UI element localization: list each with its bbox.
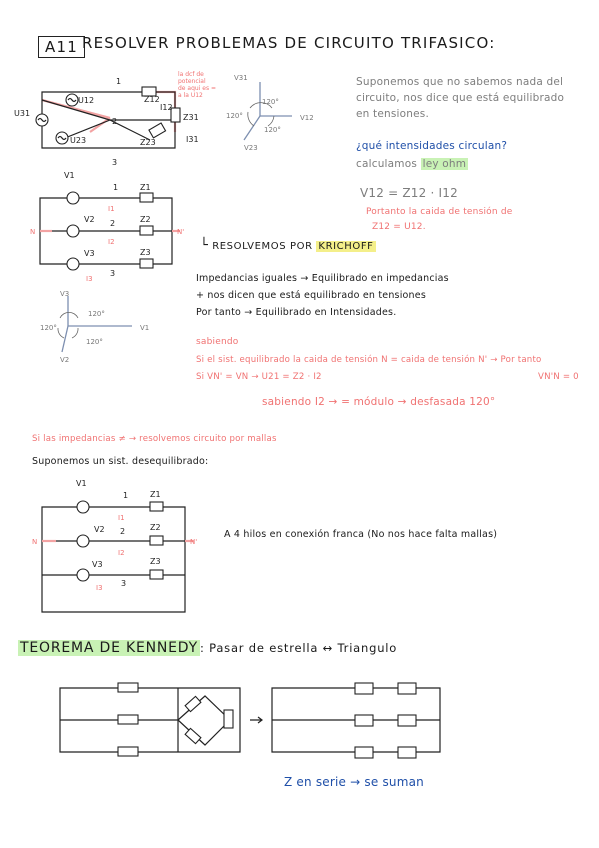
intro-line-2: circuito, nos dice que está equilibrado (356, 92, 565, 104)
z23-label: Z23 (140, 138, 156, 147)
phasor2-angle-3: 120° (86, 338, 103, 346)
c3-z1: Z1 (150, 490, 161, 499)
node-1-label: 1 (116, 77, 121, 86)
c3-node-1: 1 (123, 491, 128, 500)
c3-z2: Z2 (150, 523, 161, 532)
note-line-2: potencial (178, 78, 206, 85)
kennedy-title: TEOREMA DE KENNEDY (18, 640, 200, 656)
u31-label: U31 (14, 109, 30, 118)
z31-label: Z31 (183, 113, 199, 122)
c2-node-1: 1 (113, 183, 118, 192)
equil-line-3: Por tanto → Equilibrado en Intensidades. (196, 307, 397, 318)
page-title: RESOLVER PROBLEMAS DE CIRCUITO TRIFASICO… (82, 34, 496, 52)
phasor2-angle-1: 120° (88, 310, 105, 318)
phasor1-v23: V23 (244, 144, 258, 152)
note-line-4: a la U12 (178, 92, 203, 99)
sabiendo-line-2a: Si VN' = VN → U21 = Z2 · I2 (196, 372, 322, 382)
i31-label: I31 (186, 135, 199, 144)
phasor1-angle-1: 120° (262, 98, 279, 106)
ohm-prefix: calculamos (356, 158, 418, 170)
serie-note: Z en serie → se suman (284, 775, 424, 789)
desequilibrado-line: Suponemos un sist. desequilibrado: (32, 456, 209, 467)
kennedy-subtitle: : Pasar de estrella ↔ Triangulo (199, 641, 398, 655)
c3-i2: I2 (118, 549, 125, 557)
kennedy-star-circuit (59, 682, 241, 757)
c2-n-left: N (30, 228, 35, 236)
phasor2-v3: V3 (60, 290, 69, 298)
four-wire-note: A 4 hilos en conexión franca (No nos hac… (224, 529, 498, 540)
phasor1-v31: V31 (234, 74, 248, 82)
c3-v3: V3 (92, 560, 103, 569)
c3-v1: V1 (76, 479, 87, 488)
u12-label: U12 (78, 96, 94, 105)
kennedy-delta-circuit (271, 682, 441, 759)
phasor2-v1: V1 (140, 324, 149, 332)
note-line-3: de aqui es = (178, 85, 216, 92)
intro-line-3: en tensiones. (356, 108, 430, 120)
c2-node-2: 2 (110, 219, 115, 228)
equil-line-1: Impedancias iguales → Equilibrado en imp… (196, 273, 449, 284)
kennedy-arrow (250, 716, 263, 724)
c3-i1: I1 (118, 514, 125, 522)
phasor1-v12: V12 (300, 114, 314, 122)
sabiendo-line-3: sabiendo I2 → = módulo → desfasada 120° (262, 396, 496, 408)
node-2-label: 2 (112, 117, 117, 126)
node-3-label: 3 (112, 158, 117, 167)
c2-z3: Z3 (140, 248, 151, 257)
kennedy-heading: TEOREMA DE KENNEDY: Pasar de estrella ↔ … (18, 640, 397, 656)
phasor1-angle-3: 120° (264, 126, 281, 134)
c2-i1: I1 (108, 205, 115, 213)
z12-label: Z12 (144, 95, 160, 104)
c3-z3: Z3 (150, 557, 161, 566)
c3-n-right: N' (190, 538, 197, 546)
c3-node-2: 2 (120, 527, 125, 536)
c3-i3: I3 (96, 584, 103, 592)
c3-n-left: N (32, 538, 37, 546)
c2-node-3: 3 (110, 269, 115, 278)
sabiendo-line-1: Si el sist. equilibrado la caida de tens… (196, 355, 542, 365)
c2-v1: V1 (64, 171, 75, 180)
u23-label: U23 (70, 136, 86, 145)
c2-i3: I3 (86, 275, 93, 283)
bracket-icon: └ (200, 238, 209, 253)
c2-z2: Z2 (140, 215, 151, 224)
c2-i2: I2 (108, 238, 115, 246)
phasor2-v2: V2 (60, 356, 69, 364)
question: ¿qué intensidades circulan? (356, 140, 508, 152)
ohm-line: calculamos ley ohm (356, 158, 469, 170)
sabiendo-line-2b: VN'N = 0 (538, 372, 579, 382)
note-line-1: la dcf de (178, 71, 204, 78)
formula-note-1: Portanto la caida de tensión de (366, 207, 513, 217)
formula-note-2: Z12 = U12. (372, 222, 426, 232)
formula: V12 = Z12 · I12 (360, 186, 458, 200)
resolve-line: └ RESOLVEMOS POR KRICHOFF (200, 238, 376, 253)
mallas-note: Si las impedancias ≠ → resolvemos circui… (32, 434, 277, 444)
c2-v2: V2 (84, 215, 95, 224)
ohm-highlight: ley ohm (420, 158, 469, 170)
c3-node-3: 3 (121, 579, 126, 588)
sabiendo-head: sabiendo (196, 337, 239, 347)
circuit-star-3wire (39, 191, 180, 271)
resolve-highlight: KRICHOFF (316, 241, 376, 252)
resolve-prefix: RESOLVEMOS POR (212, 241, 313, 252)
c2-v3: V3 (84, 249, 95, 258)
section-code: A11 (38, 36, 85, 58)
c2-z1: Z1 (140, 183, 151, 192)
phasor2-angle-2: 120° (40, 324, 57, 332)
phasor-diagram-line (243, 82, 292, 141)
c3-v2: V2 (94, 525, 105, 534)
intro-line-1: Suponemos que no sabemos nada del (356, 76, 564, 88)
circuit-star-4wire (41, 500, 194, 613)
c2-n-right: N' (177, 228, 184, 236)
equil-line-2: + nos dicen que está equilibrado en tens… (196, 290, 426, 301)
i12-label: I12 (160, 103, 173, 112)
phasor-diagram-phase (57, 296, 132, 353)
phasor1-angle-2: 120° (226, 112, 243, 120)
